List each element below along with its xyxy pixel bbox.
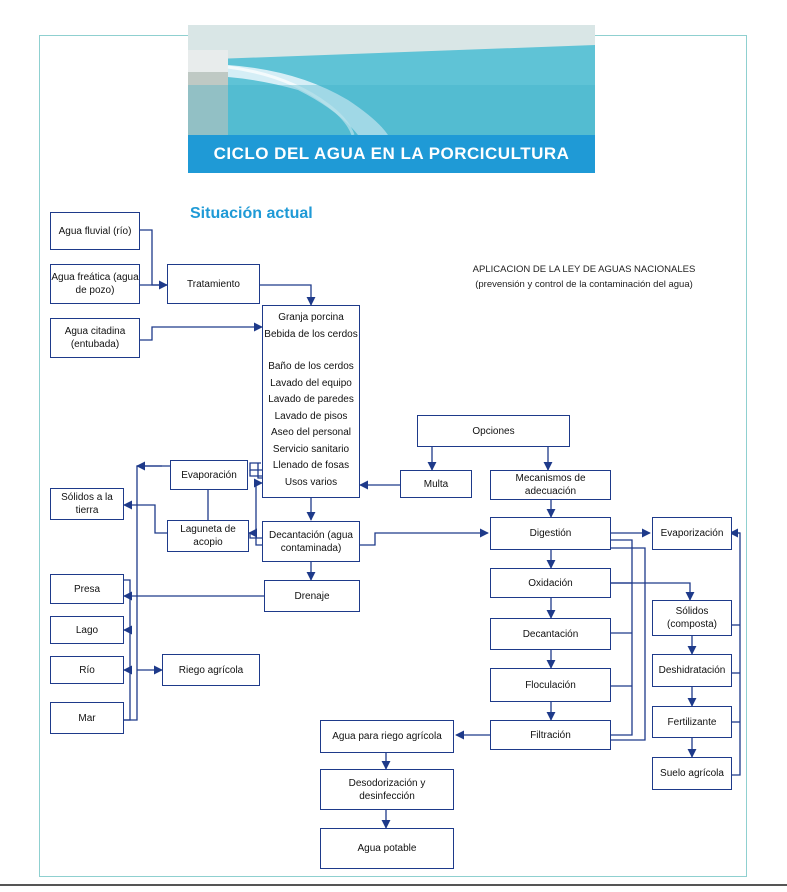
digestion-box: Digestión <box>490 517 611 550</box>
riego-agricola-box: Riego agrícola <box>162 654 260 686</box>
fertilizante-box: Fertilizante <box>652 706 732 738</box>
evaporacion-box: Evaporación <box>170 460 248 490</box>
granja-use: Usos varios <box>284 476 338 488</box>
source-river: Agua fluvial (río) <box>50 212 140 250</box>
filtracion-box: Filtración <box>490 720 611 750</box>
granja-use: Aseo del personal <box>270 427 352 438</box>
law-note-line1: APLICACION DE LA LEY DE AGUAS NACIONALES <box>472 264 696 275</box>
drenaje-box: Drenaje <box>264 580 360 612</box>
source-city: Agua citadina (entubada) <box>50 318 140 358</box>
opciones-box: Opciones <box>417 415 570 447</box>
granja-use: Servicio sanitario <box>272 443 350 455</box>
oxidacion-box: Oxidación <box>490 568 611 598</box>
agua-riego-box: Agua para riego agrícola <box>320 720 454 753</box>
bottom-rule <box>0 884 787 886</box>
granja-use: Lavado del equipo <box>270 377 352 389</box>
granja-title: Granja porcina <box>278 312 344 323</box>
deshidratacion-box: Deshidratación <box>652 654 732 687</box>
granja-porcina-box: Granja porcina Bebida de los cerdos Baño… <box>262 305 360 498</box>
section-subtitle: Situación actual <box>190 205 313 222</box>
mar-box: Mar <box>50 702 124 734</box>
laguneta-box: Laguneta de acopio <box>167 520 249 552</box>
lago-box: Lago <box>50 616 124 644</box>
decantacion-box: Decantación <box>490 618 611 650</box>
multa-box: Multa <box>400 470 472 498</box>
granja-use: Lavado de pisos <box>274 410 348 422</box>
desodorizacion-box: Desodorización y desinfección <box>320 769 454 810</box>
decantacion-contaminada-box: Decantación (agua contaminada) <box>262 521 360 562</box>
tratamiento-box: Tratamiento <box>167 264 260 304</box>
law-note-line2: (prevensión y control de la contaminació… <box>475 279 693 290</box>
granja-bebida: Bebida de los cerdos <box>264 328 358 340</box>
agua-potable-box: Agua potable <box>320 828 454 869</box>
water-pipe-pool-photo <box>188 25 595 135</box>
suelo-agricola-box: Suelo agrícola <box>652 757 732 790</box>
rio-box: Río <box>50 656 124 684</box>
solidos-composta-box: Sólidos (composta) <box>652 600 732 636</box>
law-note: APLICACION DE LA LEY DE AGUAS NACIONALES… <box>440 262 728 292</box>
mecanismos-box: Mecanismos de adecuación <box>490 470 611 500</box>
floculacion-box: Floculación <box>490 668 611 702</box>
source-well: Agua freática (agua de pozo) <box>50 264 140 304</box>
evaporizacion-box: Evaporización <box>652 517 732 550</box>
granja-use: Baño de los cerdos <box>268 361 354 372</box>
page-title: CICLO DEL AGUA EN LA PORCICULTURA <box>188 135 595 173</box>
presa-box: Presa <box>50 574 124 604</box>
solidos-tierra-box: Sólidos a la tierra <box>50 488 124 520</box>
granja-use: Llenado de fosas <box>272 460 350 471</box>
granja-use: Lavado de paredes <box>268 394 354 405</box>
